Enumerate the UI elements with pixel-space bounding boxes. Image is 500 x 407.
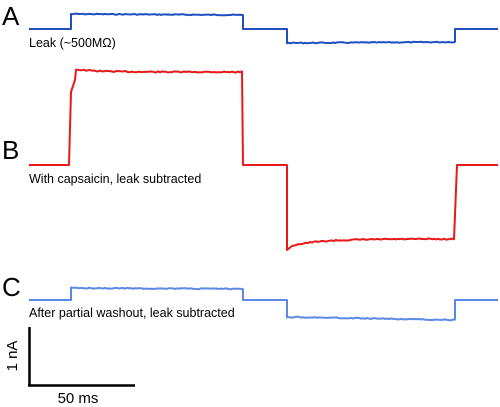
panel-letter-a: A <box>2 1 20 31</box>
panel-b: B With capsaicin, leak subtracted <box>2 68 498 251</box>
caption-c: After partial washout, leak subtracted <box>29 306 235 320</box>
trace-capsaicin <box>29 68 498 251</box>
panel-a: A Leak (~500MΩ) <box>2 1 498 50</box>
panel-c: C After partial washout, leak subtracted <box>2 272 498 322</box>
scale-bar: 1 nA 50 ms <box>4 327 135 407</box>
panel-letter-c: C <box>2 272 21 302</box>
scale-label-time: 50 ms <box>58 390 99 407</box>
trace-leak <box>29 12 498 45</box>
caption-a: Leak (~500MΩ) <box>29 36 116 50</box>
trace-washout <box>29 286 498 322</box>
scale-label-current: 1 nA <box>4 341 21 372</box>
caption-b: With capsaicin, leak subtracted <box>29 172 201 186</box>
panel-letter-b: B <box>2 135 19 165</box>
